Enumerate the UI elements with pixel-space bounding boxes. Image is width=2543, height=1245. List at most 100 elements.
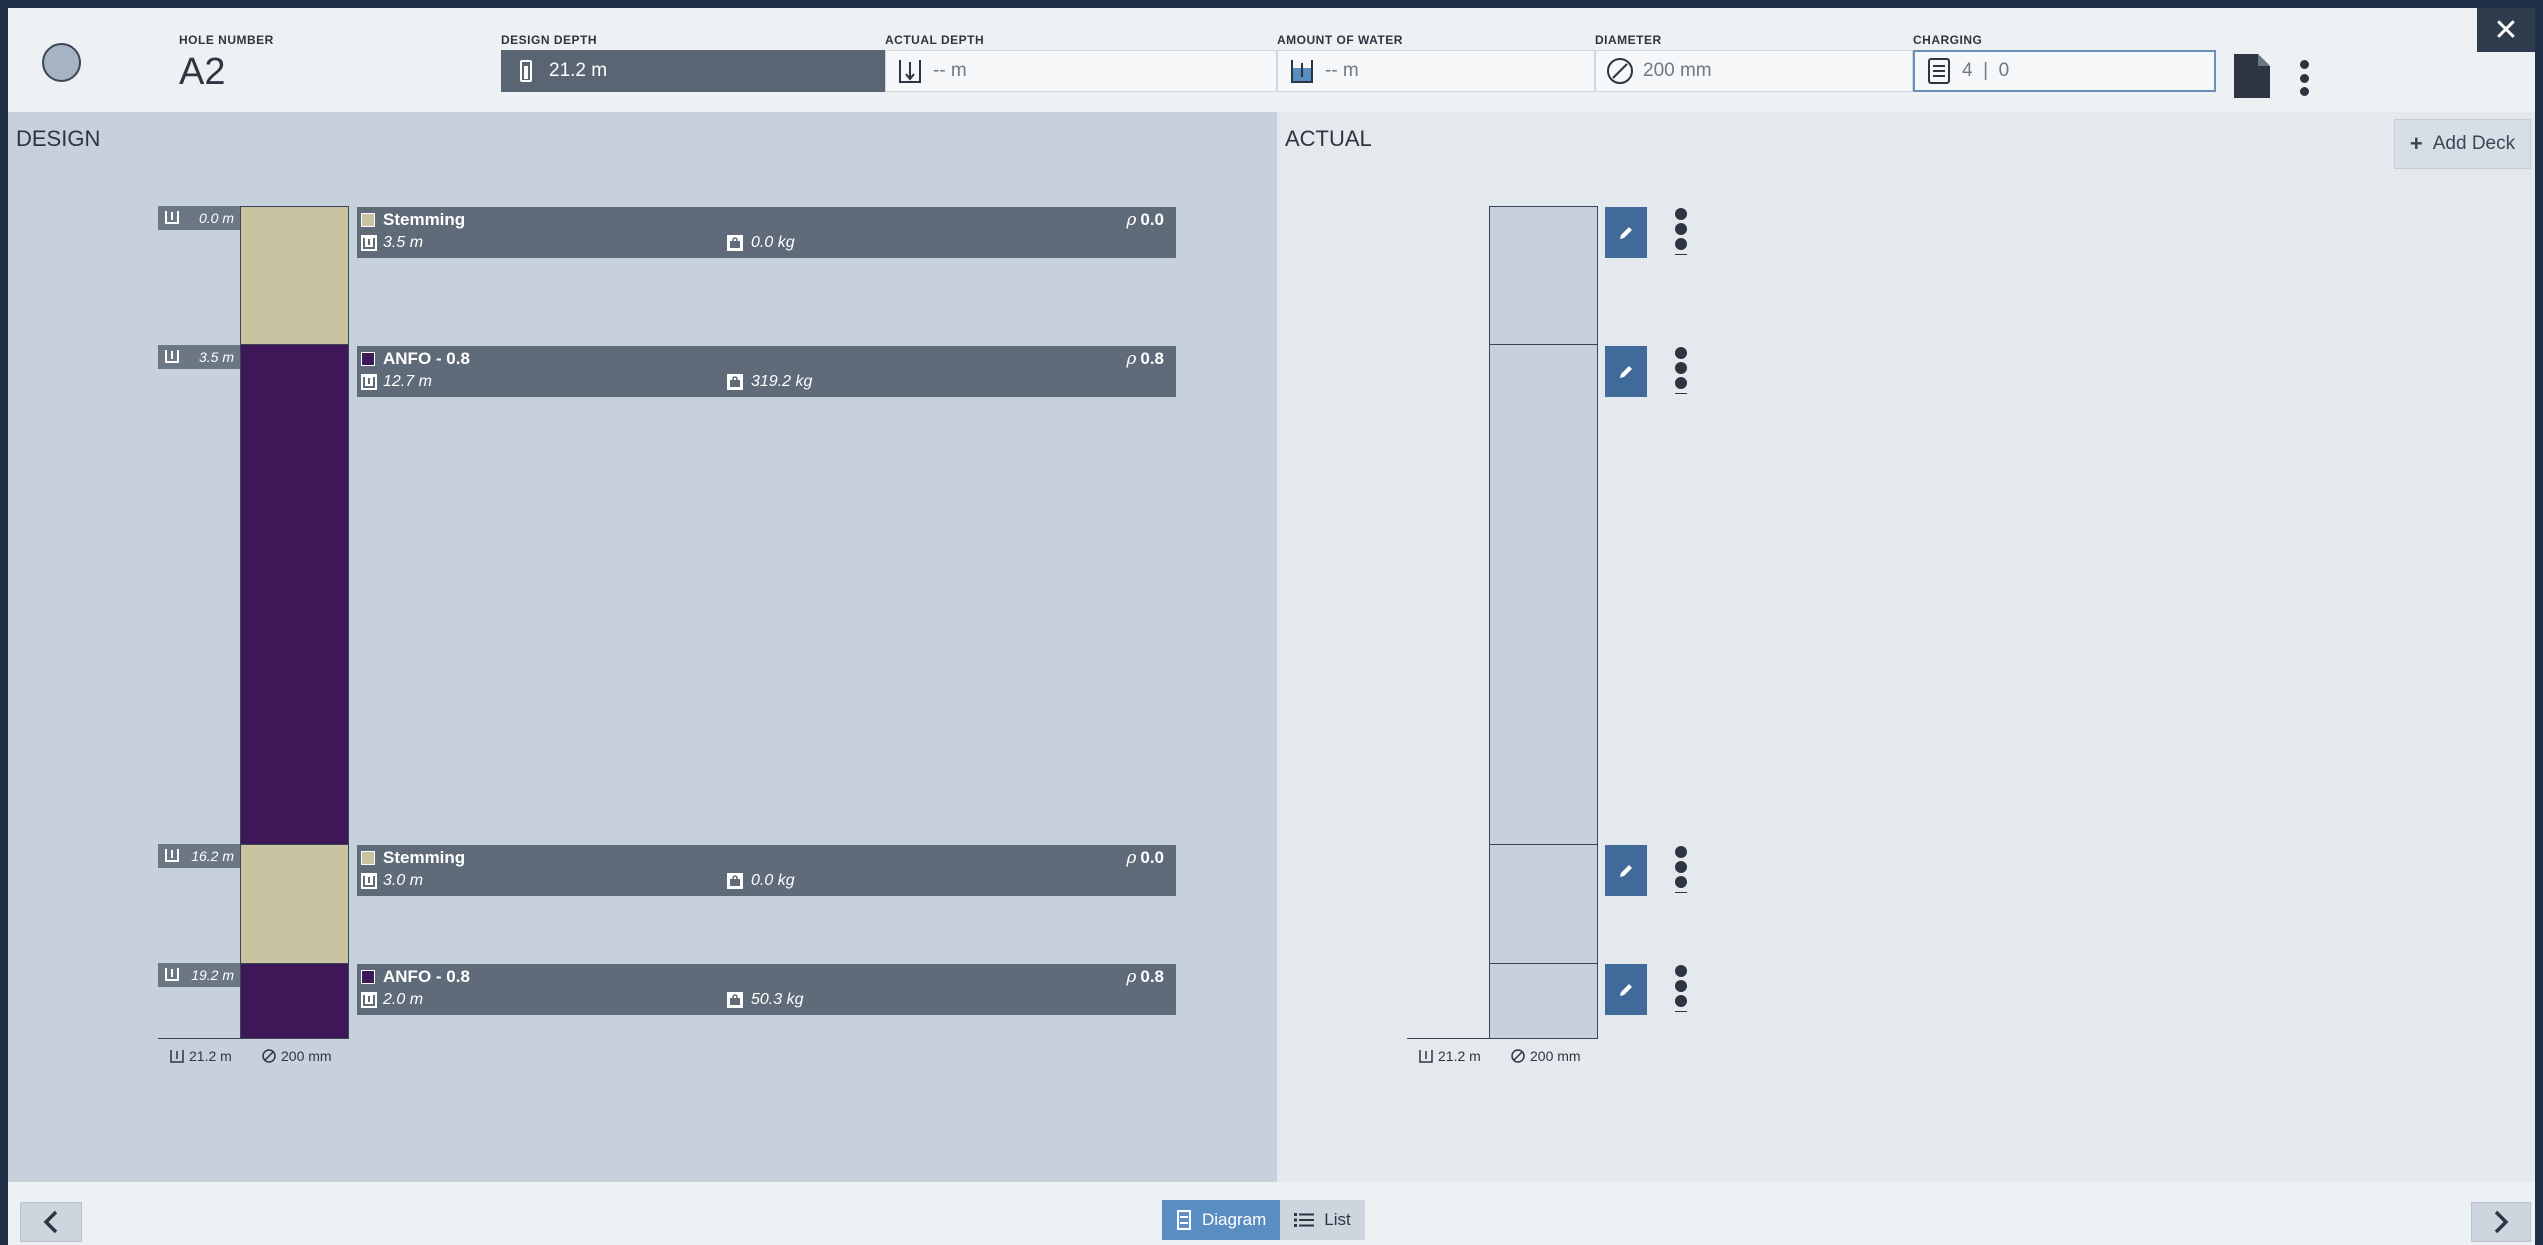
depth-tag: 16.2 m — [158, 844, 240, 868]
charging-value: 4 | 0 — [1962, 60, 2010, 81]
list-icon — [1294, 1213, 1315, 1227]
deck-density-value: 0.8 — [1140, 349, 1164, 368]
more-options-icon[interactable] — [2298, 60, 2310, 96]
deck-more-icon[interactable] — [1674, 208, 1688, 262]
water-icon — [1287, 56, 1317, 86]
deck-weight-value: 50.3 kg — [751, 991, 804, 1008]
actual-deck-segment[interactable] — [1490, 964, 1597, 1039]
diagram-view-button[interactable]: Diagram — [1162, 1200, 1281, 1240]
design-footer-diameter-value: 200 mm — [281, 1048, 332, 1064]
list-label: List — [1324, 1210, 1351, 1229]
deck-more-icon[interactable] — [1674, 965, 1688, 1019]
hole-detail-dialog: HOLE NUMBER A2 DESIGN DEPTH 21.2 m ACTUA… — [8, 8, 2535, 1245]
actual-depth-placeholder: -- m — [933, 60, 967, 81]
close-button[interactable]: ✕ — [2477, 8, 2535, 52]
deck-density-value: 0.8 — [1140, 967, 1164, 986]
deck-name: ANFO - 0.8 — [383, 349, 470, 368]
actual-hole-column — [1489, 206, 1598, 1039]
design-footer-depth-value: 21.2 m — [189, 1048, 232, 1064]
charging-input[interactable]: 4 | 0 — [1913, 50, 2216, 92]
water-input[interactable]: -- m — [1277, 50, 1595, 92]
edit-deck-button[interactable] — [1605, 346, 1647, 397]
depth-tag-value: 19.2 m — [191, 967, 234, 983]
pencil-icon — [1620, 365, 1632, 378]
view-toggle: Diagram List — [1162, 1200, 1365, 1240]
add-deck-button[interactable]: + Add Deck — [2394, 119, 2531, 169]
deck-weight: 0.0 kg — [727, 233, 795, 253]
deck-color-swatch — [361, 970, 375, 984]
diameter-label: DIAMETER — [1595, 33, 1662, 47]
diameter-icon — [262, 1049, 276, 1063]
hole-number-label: HOLE NUMBER — [179, 33, 274, 47]
length-icon — [361, 992, 377, 1008]
design-hole-column — [240, 206, 349, 1039]
list-view-button[interactable]: List — [1280, 1200, 1365, 1240]
actual-deck-segment[interactable] — [1490, 345, 1597, 845]
diameter-icon — [1511, 1049, 1525, 1063]
water-label: AMOUNT OF WATER — [1277, 33, 1403, 47]
design-title: DESIGN — [16, 126, 101, 151]
edit-deck-button[interactable] — [1605, 845, 1647, 896]
bottom-bar: Diagram List — [8, 1182, 2535, 1245]
deck-length-value: 3.5 m — [383, 234, 424, 251]
length-icon — [361, 235, 377, 251]
stemming-segment — [241, 207, 348, 345]
charging-field: CHARGING 4 | 0 — [1913, 32, 2216, 92]
deck-density-value: 0.0 — [1140, 848, 1164, 867]
document-icon[interactable] — [2234, 54, 2270, 98]
deck-more-icon[interactable] — [1674, 846, 1688, 900]
plus-icon: + — [2409, 131, 2423, 156]
deck-name: Stemming — [383, 210, 466, 229]
depth-tag-icon — [164, 210, 180, 227]
actual-deck-segment[interactable] — [1490, 207, 1597, 345]
design-panel: DESIGN 0.0 m 3.5 m 16.2 m 19.2 m S — [8, 112, 1277, 1182]
depth-tag-icon — [164, 848, 180, 865]
anfo-segment — [241, 345, 348, 845]
deck-weight-value: 0.0 kg — [751, 872, 795, 889]
hole-number-value: A2 — [179, 51, 226, 93]
deck-weight: 0.0 kg — [727, 871, 795, 891]
deck-length: 12.7 m — [361, 372, 432, 392]
weight-icon — [727, 235, 743, 251]
ground-line — [158, 1038, 349, 1039]
diagram-icon — [1177, 1210, 1191, 1230]
diameter-input[interactable]: 200 mm — [1595, 50, 1913, 92]
actual-footer-depth-value: 21.2 m — [1438, 1048, 1481, 1064]
design-depth-display: 21.2 m — [501, 50, 885, 92]
design-depth-field: DESIGN DEPTH 21.2 m — [501, 32, 885, 92]
actual-title: ACTUAL — [1285, 126, 1372, 151]
design-footer-diameter: 200 mm — [262, 1048, 332, 1064]
anfo-segment — [241, 964, 348, 1039]
deck-color-swatch — [361, 213, 375, 227]
actual-depth-icon — [895, 56, 925, 86]
deck-more-icon[interactable] — [1674, 347, 1688, 401]
weight-icon — [727, 374, 743, 390]
length-icon — [361, 374, 377, 390]
water-placeholder: -- m — [1325, 60, 1359, 81]
deck-length: 3.0 m — [361, 871, 423, 891]
deck-length-value: 12.7 m — [383, 373, 432, 390]
design-depth-value: 21.2 m — [549, 60, 608, 81]
hole-status-indicator[interactable] — [42, 43, 81, 82]
depth-icon — [511, 56, 541, 86]
deck-density-value: 0.0 — [1140, 210, 1164, 229]
edit-deck-button[interactable] — [1605, 207, 1647, 258]
actual-depth-field: ACTUAL DEPTH -- m — [885, 32, 1277, 92]
previous-hole-button[interactable] — [20, 1202, 82, 1242]
actual-depth-input[interactable]: -- m — [885, 50, 1277, 92]
actual-deck-segment[interactable] — [1490, 845, 1597, 964]
edit-deck-button[interactable] — [1605, 964, 1647, 1015]
next-hole-button[interactable] — [2471, 1202, 2531, 1242]
deck-length-value: 2.0 m — [383, 991, 424, 1008]
charging-icon — [1924, 56, 1954, 86]
deck-name: ANFO - 0.8 — [383, 967, 470, 986]
deck-weight: 50.3 kg — [727, 990, 803, 1010]
deck-weight: 319.2 kg — [727, 372, 812, 392]
